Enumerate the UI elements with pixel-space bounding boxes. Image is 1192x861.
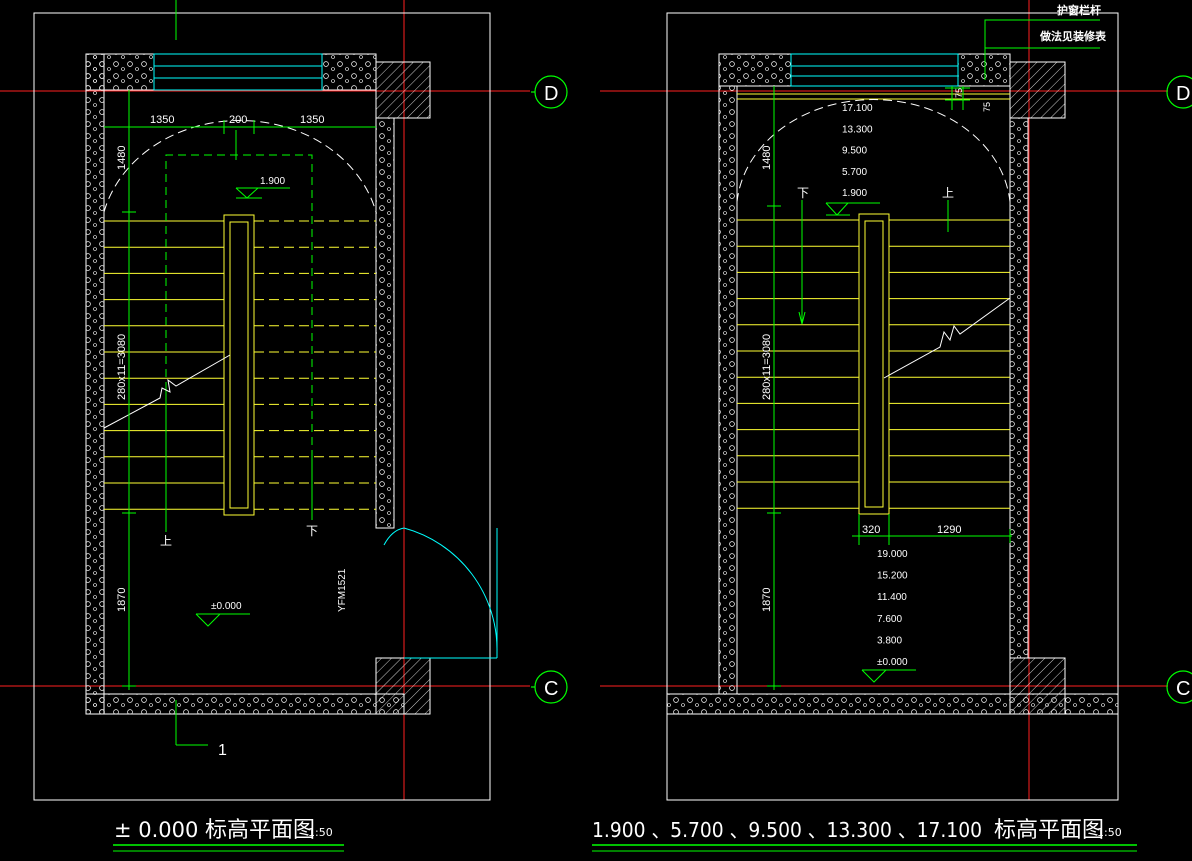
left-walls: [85, 53, 431, 715]
left-landing-level: 1.900: [260, 176, 285, 187]
axis-bubble-c-right: [1166, 670, 1192, 704]
right-title-text: 标高平面图: [994, 818, 1104, 843]
left-title-scale: 1:50: [308, 826, 333, 839]
right-sill-dim-1: 75: [954, 88, 964, 98]
right-title-levels: 1.900 、5.700 、9.500 、13.300 、17.100: [592, 818, 982, 842]
right-plan: 1480 280x11=3080 1870 320 1290 75 75 护窗栏…: [592, 3, 1137, 852]
right-guard-rail: [737, 93, 1010, 100]
right-landing-arc: [736, 99, 1011, 203]
left-title-level: ± 0.000: [114, 818, 198, 842]
right-lower-level-value: 7.600: [877, 614, 902, 625]
right-window: [790, 53, 959, 87]
right-lower-levels: 19.000 15.200 11.400 7.600 3.800 ±0.000: [877, 549, 908, 668]
right-note-line1: 护窗栏杆: [1057, 3, 1101, 17]
right-walls: [666, 53, 1119, 715]
axis-label-c-left: C: [544, 678, 558, 700]
left-plan: 1350 200 1350 1480 280x11=3080 1870 1.90…: [33, 0, 498, 852]
right-title-scale: 1:50: [1097, 826, 1122, 839]
left-up-label: 上: [160, 534, 172, 548]
left-sheet-frame: [33, 12, 491, 801]
right-note-leader: [984, 19, 1100, 80]
left-dim-landing: 1480: [116, 146, 128, 170]
right-updown-arrows: [798, 200, 949, 325]
axis-label-c-right: C: [1176, 678, 1190, 700]
right-upper-level-value: 1.900: [842, 188, 867, 199]
left-floor-level-marker: [195, 613, 250, 627]
right-lower-level-value: ±0.000: [877, 657, 908, 668]
left-title-text: 标高平面图: [205, 818, 315, 843]
left-dim-top-1: 1350: [150, 114, 174, 126]
left-landing-level-marker: [235, 187, 290, 199]
right-up-label: 上: [942, 186, 954, 200]
right-upper-levels: 17.100 13.300 9.500 5.700 1.900: [842, 103, 873, 199]
left-stair-treads: [104, 220, 376, 510]
left-title: ± 0.000 标高平面图 1:50: [113, 818, 344, 852]
left-floor-level: ±0.000: [211, 601, 242, 612]
right-upper-level-marker: [825, 202, 880, 216]
right-upper-level-value: 5.700: [842, 167, 867, 178]
left-section-mark: 1: [218, 742, 227, 759]
left-door: [383, 527, 498, 659]
right-lower-level-value: 19.000: [877, 549, 908, 560]
left-section-marks: [175, 0, 208, 746]
axis-label-d-right: D: [1176, 83, 1190, 105]
left-stair-well: [223, 214, 255, 516]
left-dim-top-2: 200: [229, 114, 247, 126]
right-stair-well: [858, 213, 890, 515]
left-dim-run: 280x11=3080: [116, 334, 128, 400]
left-dim-bottom: 1870: [116, 588, 128, 612]
right-dimension-lines: [767, 86, 1012, 690]
right-lower-level-value: 15.200: [877, 571, 908, 582]
right-dim-bottom: 1870: [761, 588, 773, 612]
right-dim-well-2: 1290: [937, 524, 961, 536]
left-down-label: 下: [306, 524, 318, 538]
left-window: [153, 53, 323, 91]
left-door-code: YFM1521: [337, 568, 348, 612]
left-dimension-lines: [104, 90, 376, 690]
left-dim-top-3: 1350: [300, 114, 324, 126]
right-sheet-frame: [666, 12, 1119, 801]
axis-label-d-left: D: [544, 83, 558, 105]
right-dim-run: 280x11=3080: [761, 334, 773, 400]
left-landing-arc: [103, 119, 377, 213]
axis-bubbles: [531, 75, 1192, 704]
right-sill-dim-2: 75: [982, 102, 992, 112]
left-dashed-guides: [165, 154, 313, 530]
right-lower-level-value: 3.800: [877, 635, 902, 646]
right-lower-level-value: 11.400: [877, 592, 907, 603]
left-break-line: [103, 354, 231, 429]
right-break-line: [883, 297, 1011, 379]
left-updown-arrows: [165, 392, 313, 532]
right-upper-level-value: 9.500: [842, 146, 867, 157]
right-upper-level-value: 17.100: [842, 103, 873, 114]
right-note-line2: 做法见装修表: [1039, 29, 1107, 43]
right-stair-treads: [737, 219, 1010, 509]
right-upper-level-value: 13.300: [842, 124, 873, 135]
right-title: 1.900 、5.700 、9.500 、13.300 、17.100 标高平面…: [592, 818, 1137, 852]
right-dim-well-1: 320: [862, 524, 880, 536]
right-dim-landing: 1480: [761, 146, 773, 170]
right-lower-level-marker: [861, 669, 916, 683]
axis-lines: [0, 0, 1168, 800]
right-down-label: 下: [797, 186, 809, 200]
axis-bubble-d-right: [1166, 75, 1192, 109]
